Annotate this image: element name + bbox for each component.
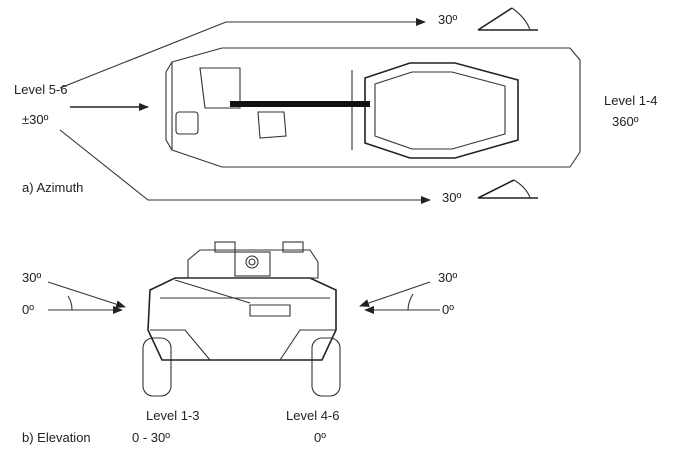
- azimuth-right-angle: 360º: [612, 114, 639, 129]
- azimuth-right-level: Level 1-4: [604, 93, 658, 108]
- right-angle-arc-icon: [407, 293, 414, 311]
- right-elevation-30-arrow: [359, 281, 431, 307]
- elevation-right-angle-zero: 0º: [442, 302, 454, 317]
- elevation-caption: b) Elevation: [22, 430, 91, 445]
- azimuth-left-angle: ±30º: [22, 112, 49, 127]
- top-angle-wedge-icon: [477, 7, 538, 31]
- elevation-level-a: Level 1-3: [146, 408, 200, 423]
- azimuth-bottom-angle: 30º: [442, 190, 462, 205]
- elevation-level-a-range: 0 - 30º: [132, 430, 170, 445]
- bottom-angle-wedge-icon: [477, 179, 538, 199]
- left-elevation-30-arrow: [47, 281, 126, 309]
- azimuth-left-level: Level 5-6: [14, 82, 68, 97]
- elevation-right-angle-high: 30º: [438, 270, 458, 285]
- bottom-threat-line: [59, 129, 431, 204]
- elevation-left-angle-zero: 0º: [22, 302, 34, 317]
- left-angle-arc-icon: [67, 295, 73, 311]
- azimuth-top-angle: 30º: [438, 12, 458, 27]
- top-threat-line: [59, 18, 426, 89]
- vehicle-top-view: [165, 47, 581, 168]
- elevation-level-b-range: 0º: [314, 430, 326, 445]
- elevation-left-angle-high: 30º: [22, 270, 42, 285]
- elevation-level-b: Level 4-6: [286, 408, 340, 423]
- vehicle-front-view: [142, 241, 341, 397]
- azimuth-caption: a) Azimuth: [22, 180, 84, 195]
